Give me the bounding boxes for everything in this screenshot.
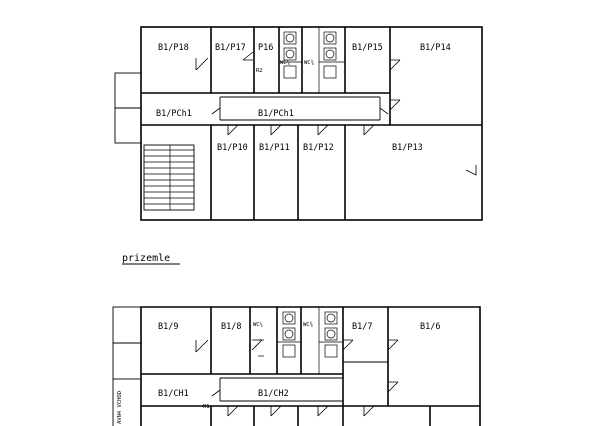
upper-annex-bottom [114, 107, 142, 144]
room-label: B1/P13 [392, 143, 423, 153]
room-label: B1/P18 [158, 43, 189, 53]
room-label: B1/CH1 [158, 389, 189, 399]
room-label: B1/8 [221, 322, 241, 332]
upper-floor-plan: B1/P18 B1/P17 P16 B1/P15 B1/P14 B1/PCh1 … [114, 26, 483, 221]
lower-wc-fixtures [258, 307, 343, 374]
wc-label: WC¾ [304, 60, 314, 66]
wc-label: WC¼ [253, 322, 263, 328]
lower-annex-bottom [112, 342, 142, 380]
room-label: B1/P14 [420, 43, 451, 53]
upper-outer-wall [140, 26, 483, 221]
room-label: P16 [258, 43, 273, 53]
room-label: B1/6 [420, 322, 440, 332]
upper-door-swings [195, 51, 477, 176]
small-label: R1 [203, 404, 210, 410]
room-label: B1/9 [158, 322, 178, 332]
room-label: B1/P15 [352, 43, 383, 53]
wc-label: WC¾ [303, 322, 313, 328]
upper-annex-top [114, 72, 142, 109]
floor-title: prizemle [122, 253, 170, 264]
room-label: B1/P12 [303, 143, 334, 153]
lower-annex-top [112, 306, 142, 344]
wc-label: WC¼ [280, 60, 290, 66]
room-label: B1/P11 [259, 143, 290, 153]
room-label: B1/P10 [217, 143, 248, 153]
room-label: B1/PCh1 [156, 109, 192, 119]
entrance-label: AVN4 VCHOD [117, 391, 123, 424]
lower-door-swings [195, 339, 399, 417]
room-label: B1/PCh1 [258, 109, 294, 119]
lower-floor-plan: B1/9 B1/8 B1/7 B1/6 B1/CH1 B1/CH2 WC¼ WC… [112, 306, 481, 426]
upper-wc-fixtures [279, 27, 345, 93]
room-label: B1/P17 [215, 43, 246, 53]
stair-well [143, 144, 195, 211]
small-label: R2 [256, 68, 263, 74]
room-label: B1/CH2 [258, 389, 289, 399]
room-label: B1/7 [352, 322, 372, 332]
